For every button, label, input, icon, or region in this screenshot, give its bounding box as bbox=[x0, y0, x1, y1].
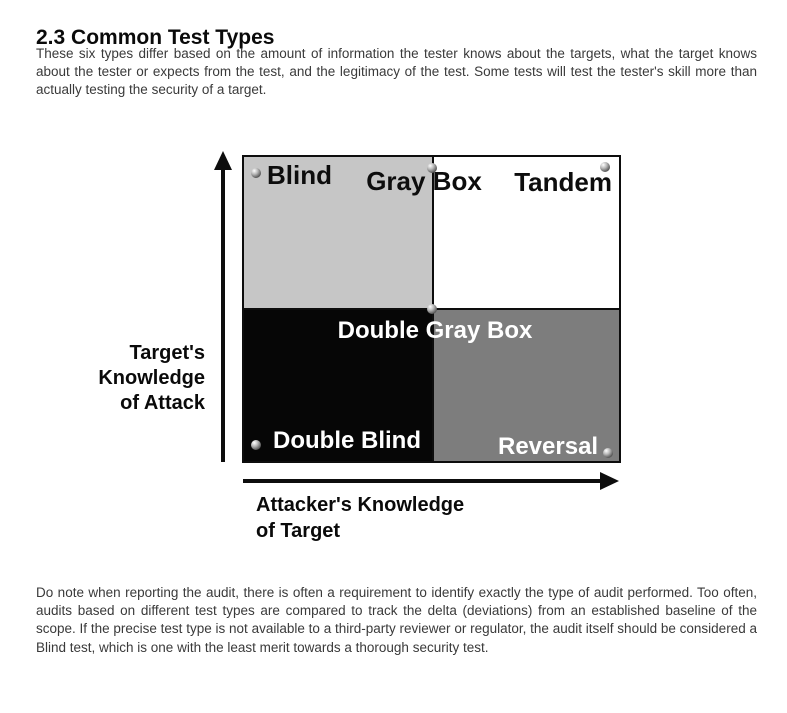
y-axis-label-line: Knowledge bbox=[98, 367, 205, 389]
label-tandem: Tandem bbox=[514, 167, 612, 197]
label-gray-box: Gray Box bbox=[366, 166, 482, 196]
label-double-blind: Double Blind bbox=[273, 427, 421, 454]
tandem-marker-dot-icon bbox=[600, 162, 610, 172]
intro-paragraph: These six types differ based on the amou… bbox=[36, 46, 757, 98]
y-axis-label: Target's Knowledge of Attack bbox=[79, 341, 205, 416]
quadrant-reversal bbox=[434, 310, 619, 461]
closing-paragraph: Do note when reporting the audit, there … bbox=[36, 585, 757, 655]
y-axis-label-line: Target's bbox=[129, 342, 205, 364]
blind-marker-dot-icon bbox=[251, 168, 261, 178]
quadrant-double-blind bbox=[244, 310, 432, 461]
y-axis-arrow-head-icon bbox=[214, 151, 232, 170]
y-axis-arrow-line bbox=[221, 167, 225, 462]
y-axis-label-line: of Attack bbox=[120, 392, 205, 414]
quadrant-grid bbox=[242, 155, 621, 463]
section-heading: 2.3 Common Test Types bbox=[36, 26, 275, 50]
gray-box-marker-dot-icon bbox=[427, 163, 437, 173]
label-blind: Blind bbox=[267, 160, 332, 190]
x-axis-arrow-head-icon bbox=[600, 472, 619, 490]
label-reversal: Reversal bbox=[498, 433, 599, 460]
reversal-marker-dot-icon bbox=[603, 448, 613, 458]
center-junction-dot-icon bbox=[427, 304, 437, 314]
double-blind-marker-dot-icon bbox=[251, 440, 261, 450]
label-double-gray-box: Double Gray Box bbox=[337, 317, 533, 344]
x-axis-label-line: of Target bbox=[256, 520, 341, 542]
quadrant-tandem bbox=[434, 157, 619, 308]
x-axis-label-line: Attacker's Knowledge bbox=[256, 494, 465, 516]
x-axis-label: Attacker's Knowledge of Target bbox=[256, 492, 464, 544]
quadrant-blind bbox=[244, 157, 432, 308]
x-axis-arrow-line bbox=[243, 479, 601, 483]
